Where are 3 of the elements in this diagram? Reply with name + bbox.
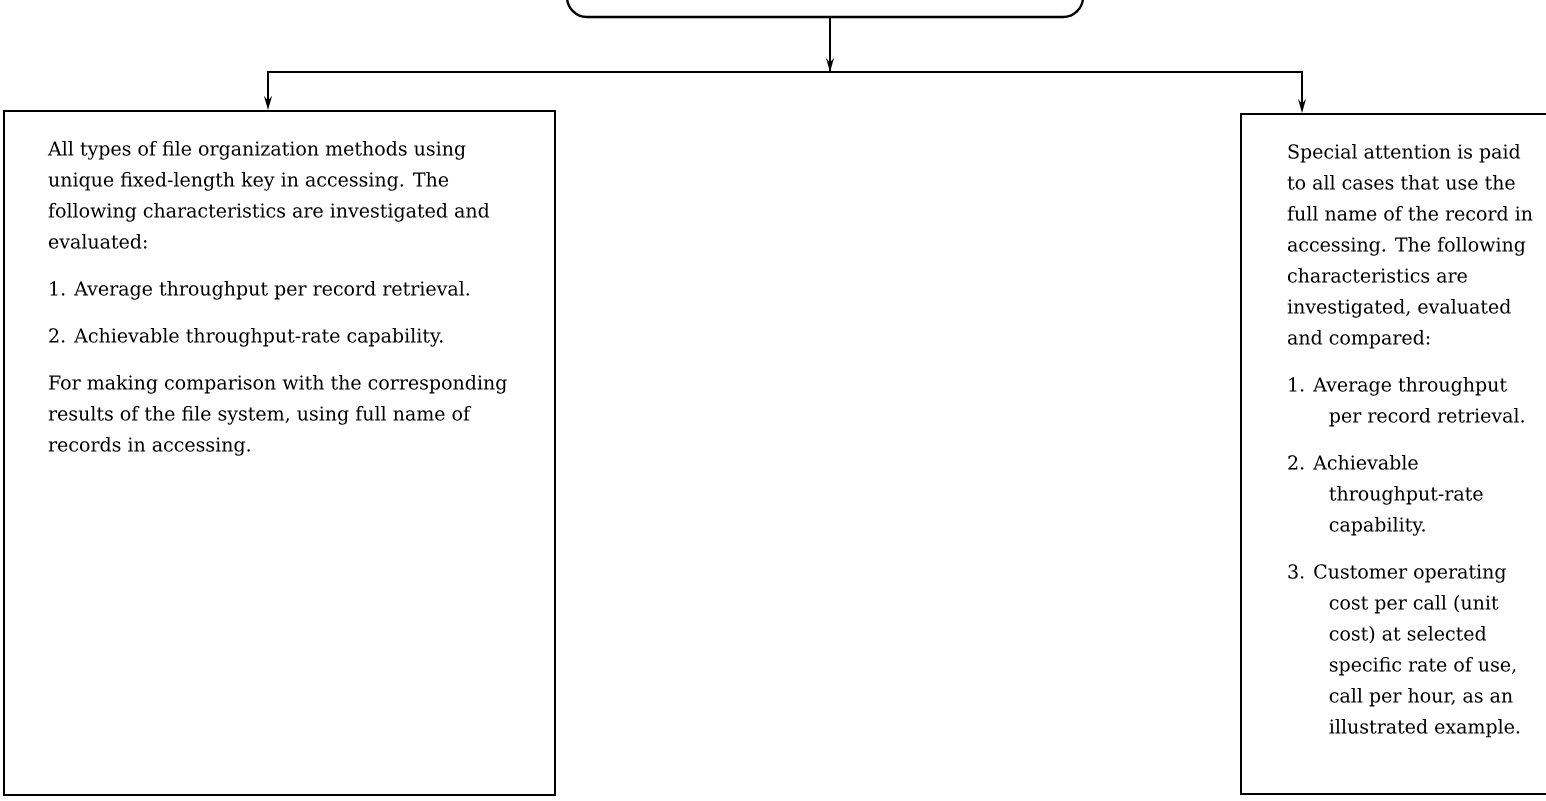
rounded-box	[565, 0, 1085, 19]
text-box: Special attention is paid to all cases that use the full name of the record in accessing. The following characteristics are investigated, evaluated and compared: 1. Average throughput per record retrieval. 2. Achievable throughput-rate capability. 3. Customer operating cost per call (unit cost) at selected specific rate of use, call per hour, as an illustrated example.	[1240, 113, 1546, 795]
text-box: All types of file organization methods using unique fixed-length key in accessing. The following characteristics are investigated and evaluated: 1. Average throughput per record retrieval. 2. Achievable throughput-rate capability. For making comparison with the corresponding results of the file system, using full name of records in accessing.	[3, 110, 556, 796]
